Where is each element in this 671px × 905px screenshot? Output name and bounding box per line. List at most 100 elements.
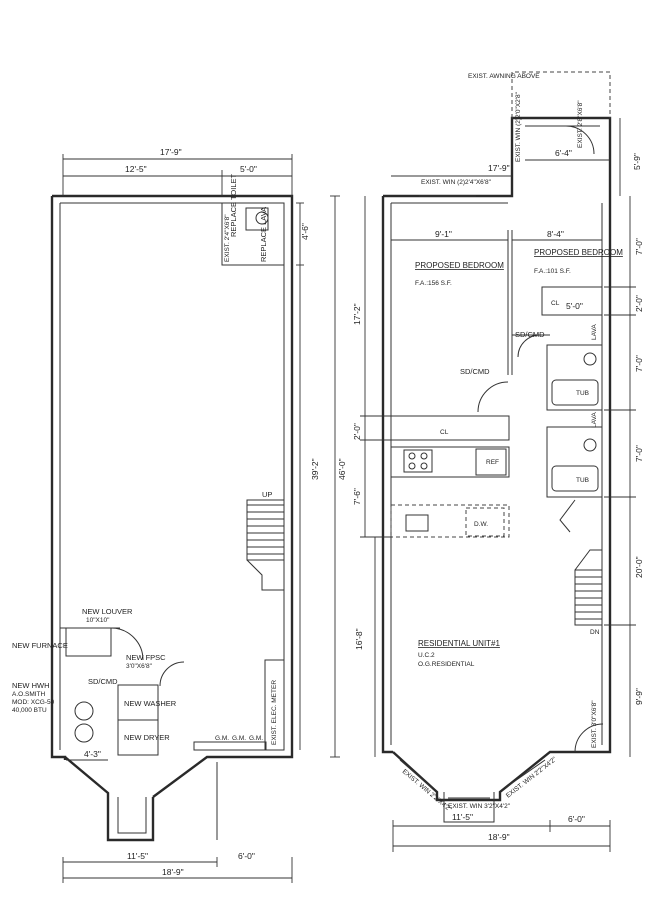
dim-right-total-width: 17'-9" — [488, 163, 510, 173]
label-exist-win-bay-left: EXIST. WIN 2'2"X4'2" — [401, 768, 454, 814]
label-sd-cmd-1: SD/CMD — [460, 367, 490, 376]
dim-left-total-width: 17'-9" — [160, 147, 182, 157]
label-exist-awning: EXIST. AWNING ABOVE — [468, 73, 540, 80]
label-cl-small: CL — [551, 300, 560, 307]
label-dn: DN — [590, 629, 600, 636]
dim-left-top-left: 12'-5" — [125, 164, 147, 174]
dim-left-small: 4'-3" — [84, 749, 101, 759]
label-new-fpsc: NEW FPSC — [126, 653, 166, 662]
dim-left-mid2-r: 7'-6" — [352, 488, 362, 505]
label-louver-size: 10"X10" — [86, 617, 110, 624]
left-plan-walls — [50, 194, 294, 842]
label-gm-2: G.M. — [232, 735, 246, 742]
water-heater-1 — [74, 701, 94, 721]
dim-right-bottom-total: 18'-9" — [488, 832, 510, 842]
dim-left-mid1-r: 2'-0" — [352, 423, 362, 440]
label-exist-win-bay-center: EXIST. WIN 3'2"X4'2" — [448, 803, 511, 810]
left-plan-dimensions — [62, 154, 340, 883]
label-exist-elec-meter: EXIST. ELEC. METER — [271, 680, 278, 745]
label-up: UP — [262, 490, 272, 499]
sink — [405, 514, 429, 532]
unit-title: RESIDENTIAL UNIT#1 — [418, 639, 500, 648]
label-cl-kitchen: CL — [440, 429, 449, 436]
dim-left-top-r: 17'-2" — [352, 303, 362, 325]
label-lava-1: LAVA — [591, 324, 598, 340]
dishwasher — [465, 507, 505, 537]
dim-left-bot-r: 16'-8" — [354, 628, 364, 650]
label-new-hwh: NEW HWH — [12, 681, 50, 690]
label-fpsc-size: 3'0"X6'8" — [126, 663, 153, 670]
dim-left-bottom-total: 18'-9" — [162, 867, 184, 877]
dim-bay: 11'-5" — [452, 812, 473, 822]
right-stair — [559, 499, 603, 626]
label-exist-win-rear: EXIST. WIN (2)2'4"X6'8" — [421, 179, 492, 186]
dim-right-top-right: 6'-4" — [555, 148, 572, 158]
label-dw: D.W. — [474, 521, 488, 528]
bedroom-2-area: F.A.:101 S.F. — [534, 268, 571, 275]
dim-bed1-width: 9'-1" — [435, 229, 452, 239]
dim-right-bottom-right: 6'-0" — [568, 814, 585, 824]
label-gm-1: G.M. — [215, 735, 229, 742]
dim-right-7b: 7'-0" — [634, 355, 644, 372]
dim-left-height-total: 46'-0" — [337, 458, 347, 480]
refrigerator — [475, 448, 507, 476]
label-new-louver: NEW LOUVER — [82, 607, 133, 616]
unit-uc: U.C.2 — [418, 652, 435, 659]
label-ref: REF — [486, 459, 499, 466]
label-exist-door-top: EXIST. 2'8"X6'8" — [577, 100, 584, 148]
label-exist-win-bay-right: EXIST. WIN 2'2"X4'2" — [505, 755, 559, 799]
label-replace-lava: REPLACE LAVA — [259, 207, 268, 262]
toilet-1 — [583, 352, 597, 366]
dim-right-right-top: 5'-9" — [632, 153, 642, 170]
bedroom-1-title: PROPOSED BEDROOM — [415, 261, 504, 270]
right-plan-dimensions — [360, 118, 636, 852]
label-hwh-model: MOD: XCG-50 — [12, 699, 55, 706]
bedroom-2-title: PROPOSED BEDROOM — [534, 248, 623, 257]
dim-right-2: 2'-0" — [634, 295, 644, 312]
dim-right-20: 20'-0" — [634, 556, 644, 578]
dim-right-99: 9'-9" — [634, 688, 644, 705]
dim-right-7c: 7'-0" — [634, 445, 644, 462]
unit-og: O.G.RESIDENTIAL — [418, 661, 475, 668]
closet-small — [541, 286, 603, 316]
label-new-dryer: NEW DRYER — [124, 733, 170, 742]
label-gm-3: G.M. — [249, 735, 263, 742]
dim-left-top-right: 5'-0" — [240, 164, 257, 174]
label-replace-toilet: REPLACE TOILET — [229, 174, 238, 237]
left-toilet-fixture — [255, 211, 269, 225]
label-sd-cmd-2: SD/CMD — [515, 330, 545, 339]
right-plan: EXIST. AWNING ABOVE EXIST. WIN (2)2'0"X2… — [352, 71, 644, 852]
dim-left-bottom-right: 6'-0" — [238, 851, 255, 861]
kitchen-closet — [390, 415, 510, 441]
left-stair — [246, 499, 285, 591]
dim-left-right-top: 4'-6" — [300, 223, 310, 240]
label-lava-2: LAVA — [591, 412, 598, 428]
label-exist-door-front: EXIST. 3'0"X6'8" — [591, 700, 598, 748]
dim-left-height-inner: 39'-2" — [310, 458, 320, 480]
tub-1 — [551, 379, 599, 406]
dim-closet-width: 5'-0" — [566, 301, 583, 311]
label-sd-cmd-left: SD/CMD — [88, 677, 118, 686]
dim-left-bottom-left: 11'-5" — [127, 851, 148, 861]
label-new-furnace: NEW FURNACE — [12, 641, 68, 650]
water-heater-2 — [74, 723, 94, 743]
tub-2 — [551, 465, 599, 492]
range — [403, 449, 433, 473]
dim-right-7a: 7'-0" — [634, 238, 644, 255]
label-exist-door-left: EXIST. 2'4"X6'8" — [224, 214, 231, 262]
label-hwh-brand: A.O.SMITH — [12, 691, 46, 698]
left-plan-texts: 17'-9" 12'-5" 5'-0" 4'-6" 39'-2" 46'-0" … — [12, 147, 347, 877]
right-plan-texts: EXIST. AWNING ABOVE EXIST. WIN (2)2'0"X2… — [352, 73, 644, 842]
elec-meter — [264, 659, 285, 751]
label-hwh-btu: 40,000 BTU — [12, 707, 47, 714]
bedroom-1-area: F.A.:156 S.F. — [415, 280, 452, 287]
dim-bed2-width: 8'-4" — [547, 229, 564, 239]
toilet-2 — [583, 438, 597, 452]
label-new-washer: NEW WASHER — [124, 699, 177, 708]
right-plan-walls — [381, 71, 612, 823]
left-plan: 17'-9" 12'-5" 5'-0" 4'-6" 39'-2" 46'-0" … — [12, 147, 347, 883]
label-tub-1: TUB — [576, 390, 589, 397]
label-exist-win-top: EXIST. WIN (2)2'0"X2'8" — [515, 91, 522, 162]
label-tub-2: TUB — [576, 477, 589, 484]
